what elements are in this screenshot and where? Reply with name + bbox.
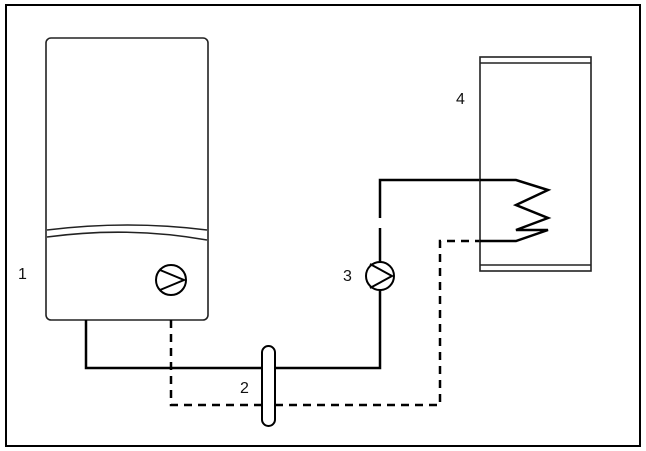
boiler-panel-line-upper [46,224,208,231]
boiler-pump-icon [155,264,187,296]
boiler [45,37,209,321]
flow-pipe-riser-to-coil [378,178,516,218]
circulation-pump-icon [365,261,395,291]
flow-pipe-separator-to-pump [275,290,382,370]
boiler-panel-line-lower [46,231,208,241]
label-pump: 3 [343,268,352,285]
flow-pipe-boiler-to-separator [84,320,262,370]
hot-water-cylinder [479,56,592,272]
boiler-body [45,37,209,321]
hydraulic-separator [261,345,276,427]
label-separator: 2 [240,380,249,397]
label-boiler: 1 [18,266,27,283]
return-pipe-boiler-to-separator [169,320,262,407]
label-cylinder: 4 [456,91,465,108]
cylinder-heating-coil [480,178,552,243]
cylinder-body [479,56,592,272]
